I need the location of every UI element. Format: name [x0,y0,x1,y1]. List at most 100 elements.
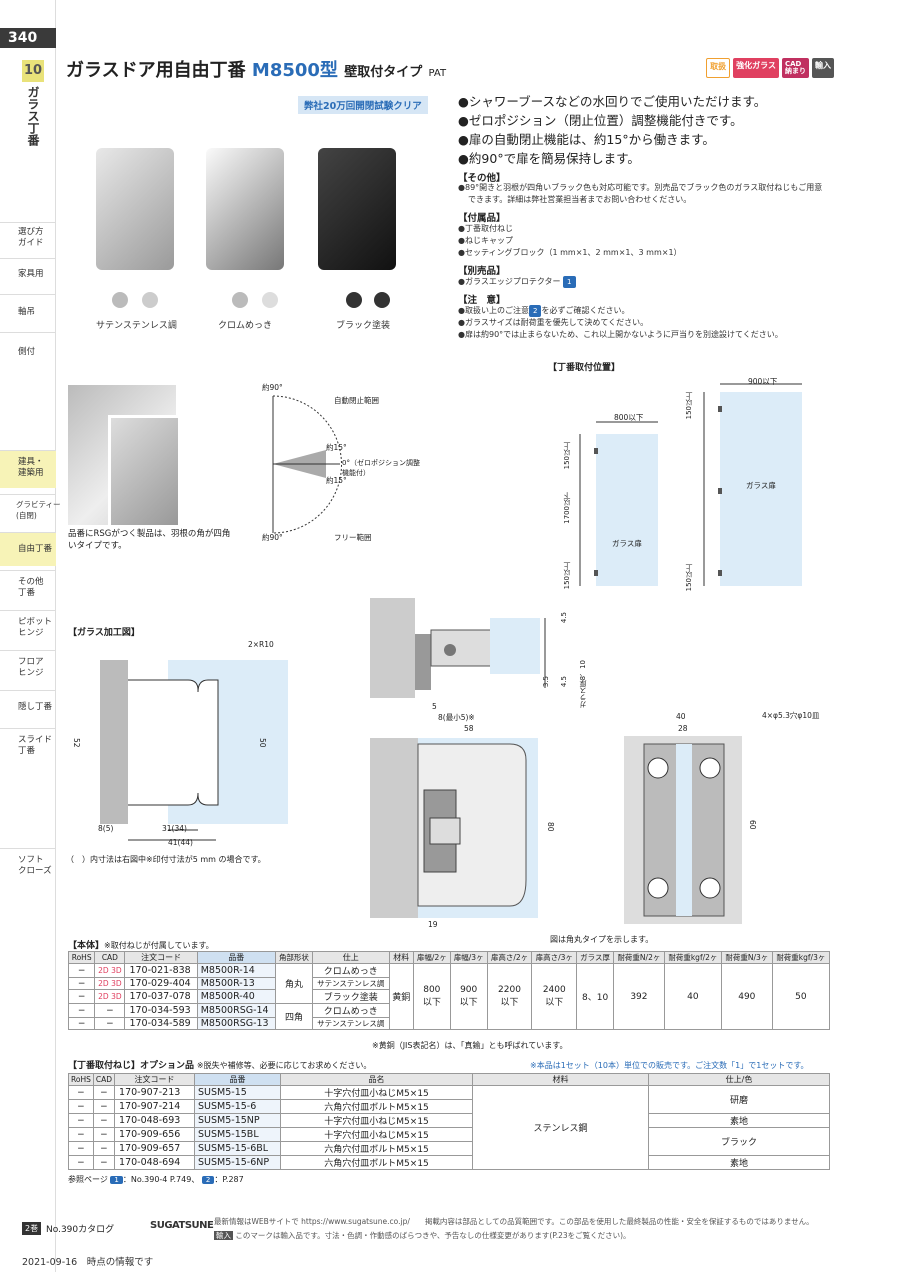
feature-item: ●約90°で扉を簡易保持します。 [458,151,640,166]
column-header: 扉高さ/2ヶ [486,951,533,964]
table-row: − − 170-048-694 SUSM5-15-6NP 六角穴付皿ボルトM5×… [68,1155,830,1170]
side-thickness: ガラス厚8、10 [579,660,587,709]
cell-code: 170-909-657 [114,1141,196,1156]
cell-rohs: − [67,1003,96,1018]
main-table: RoHS CAD 注文コード 品番 角部形状 仕上 材料 扉幅/2ヶ 扉幅/3ヶ… [67,951,831,1030]
column-header: 仕上/色 [648,1073,830,1086]
catalog-name: No.390カタログ [46,1225,115,1235]
other-text-1: ●89°開きと羽根が四角いブラック色も対応可能です。別売品でブラック色のガラス取… [458,183,823,192]
cell-code: 170-909-656 [114,1127,196,1142]
title-pat: PAT [428,68,447,79]
nav-item-guide[interactable]: 選び方 ガイド [0,222,56,258]
cell-finish: クロムめっき [311,963,390,978]
cell-part: SUSM5-15BL [194,1127,282,1142]
table-row: − − 170-034-589 M8500RSG-13 サテンステンレス調 [67,1017,830,1030]
ref-link[interactable]: 1 [563,276,576,288]
separate-text: ●ガラスエッジプロテクター [458,277,561,286]
footer-import: 輸入 このマークは輸入品です。寸法・色調・作動感のばらつきや、予告なしの仕様変更… [214,1230,631,1241]
plate-d28: 28 [678,724,688,733]
cell-code: 170-048-693 [114,1113,196,1128]
cap-icon [142,292,158,308]
feature-item: ●扉の自動閉止機能は、約15°から働きます。 [458,132,715,147]
page-number: 340 [0,28,56,48]
front-d80: 80 [546,822,555,832]
feature-item: ●ゼロポジション（閉止位置）調整機能付きです。 [458,113,743,128]
tag-group: 取扱 強化ガラス CAD 納まり 輸入 [706,58,834,78]
ref-text: ：No.390-4 P.749、 [122,1175,200,1184]
accessory-title: 【付属品】 [458,213,506,224]
ref-link[interactable]: 2 [201,1176,215,1184]
feature-item: ●シャワーブースなどの水回りでご使用いただけます。 [458,94,767,109]
column-header: RoHS [67,951,96,964]
cell-code: 170-034-593 [124,1003,198,1018]
nav-item-building[interactable]: 建具・ 建築用 [0,450,56,488]
corner-photo [68,385,178,525]
front-d58: 58 [464,724,474,733]
arc-label-free: フリー範囲 [334,533,372,542]
nav-label: 自由丁番 [18,544,53,554]
nav-item-pivot-shaft[interactable]: 軸吊 [0,294,56,332]
table-row: − − 170-048-693 SUSM5-15NP 十字穴付皿小ねじM5×15… [68,1113,830,1128]
pos-width-3: 900以下 [748,377,778,386]
product-label: クロムめっき [218,321,273,331]
nav-item-gravity[interactable]: グラビティー (自閉) [0,494,61,530]
cell-cad: − [92,1155,116,1170]
nav-label: 軸吊 [18,307,36,317]
nav-item-floor-hinge[interactable]: フロア ヒンジ [0,650,56,688]
glass-d41: 41(44) [168,838,193,847]
nav-label: スライド 丁番 [18,735,53,756]
cell-corner: 四角 [274,1003,313,1030]
cell-finish: ブラック塗装 [311,989,390,1004]
column-header: 耐荷重kgf/2ヶ [663,951,722,964]
cad-link[interactable]: 2D 3D [94,989,126,1004]
nav-item-other-hinge[interactable]: その他 丁番 [0,570,56,608]
column-header: 耐荷重N/3ヶ [720,951,773,964]
info-date: 2021-09-16 時点の情報です [22,1257,154,1268]
nav-item-soft-close[interactable]: ソフト クローズ [0,848,56,888]
table-row: − − 170-909-656 SUSM5-15BL 十字穴付皿小ねじM5×15… [68,1127,830,1156]
cell-w3: 900 以下 [449,963,488,1030]
plate-d60: 60 [748,820,757,830]
side-d45b: 4.5 [560,676,568,688]
tag-cad[interactable]: CAD 納まり [782,58,809,78]
pos-h150: 150以上 [563,562,571,590]
column-header: RoHS [68,1073,94,1086]
nav-item-free-hinge[interactable]: 自由丁番 [0,532,56,566]
ref-text: ：P.287 [214,1175,244,1184]
nav-item-slide[interactable]: スライド 丁番 [0,728,56,768]
cell-finish: サテンステンレス調 [311,1017,390,1030]
cell-name: 十字穴付皿小ねじM5×15 [280,1113,474,1128]
cad-link[interactable]: 2D 3D [94,977,126,990]
pos-title: 【丁番取付位置】 [548,363,621,373]
import-tag: 輸入 [214,1231,233,1240]
table-row: − − 170-907-213 SUSM5-15 十字穴付皿小ねじM5×15 ス… [68,1085,830,1170]
nav-item-pivot-hinge[interactable]: ピボット ヒンジ [0,610,56,648]
pos-h150: 150以上 [685,392,693,420]
nav-item-furniture[interactable]: 家具用 [0,258,56,294]
ref-link[interactable]: 2 [528,305,542,317]
cell-finish: 素地 [648,1155,830,1170]
swing-diagram [272,395,342,534]
column-header: 扉高さ/3ヶ [531,951,578,964]
tag-tempered-glass: 強化ガラス [733,58,779,78]
ref-link[interactable]: 1 [110,1176,123,1184]
nav-item-concealed[interactable]: 隠し丁番 [0,690,56,724]
cell-k3: 50 [771,963,831,1030]
cell-part: M8500R-14 [196,963,276,978]
cell-thick: 8、10 [576,963,615,1030]
accessory-item: ●ねじキャップ [458,236,513,245]
nav-label: ピボット ヒンジ [18,617,53,638]
cell-code: 170-907-214 [114,1099,196,1114]
glass-d8: 8(5) [98,824,114,833]
arc-label-15a: 約15° [326,443,347,452]
column-header: 注文コード [124,951,198,964]
nav-item-side[interactable]: 側付 [0,332,56,372]
table-row: − 2D 3D 170-021-838 M8500R-14 角丸 クロムめっき … [67,963,831,1030]
cell-code: 170-048-694 [114,1155,196,1170]
title-main: ガラスドア用自由丁番 [66,60,246,81]
screw-table-note: ※脱失や補修等、必要に応じてお求めください。 [196,1061,372,1070]
cad-link[interactable]: 2D 3D [94,963,126,978]
feature-list: ●シャワーブースなどの水回りでご使用いただけます。 ●ゼロポジション（閉止位置）… [458,92,766,168]
table-row: − − 170-907-214 SUSM5-15-6 六角穴付皿ボルトM5×15 [68,1099,830,1114]
